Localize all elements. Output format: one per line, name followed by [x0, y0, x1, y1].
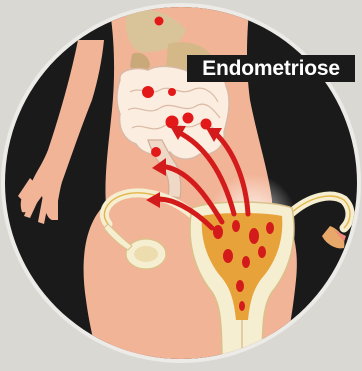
- title-label: Endometriose: [187, 55, 355, 82]
